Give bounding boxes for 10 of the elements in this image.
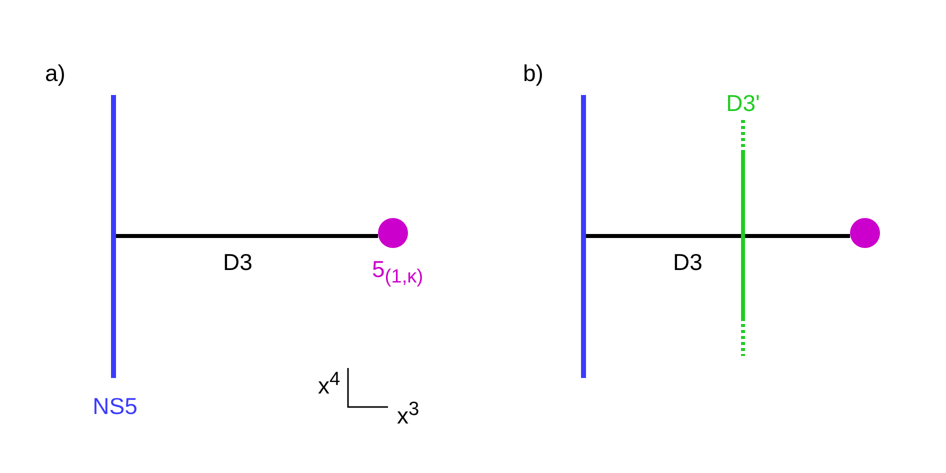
axis-label: x$^{3}$: [397, 400, 420, 428]
brane-line: [116, 234, 378, 238]
panel-label: a): [45, 62, 66, 85]
brane-label: NS5: [92, 395, 138, 418]
brane-label: D3': [725, 92, 761, 115]
brane-line: [586, 234, 741, 238]
panel-label: b): [523, 62, 544, 85]
brane-label: 5$_{(1,κ)}$: [372, 258, 424, 287]
brane-line: [745, 234, 850, 238]
axis-label: x$^{4}$: [318, 370, 340, 398]
